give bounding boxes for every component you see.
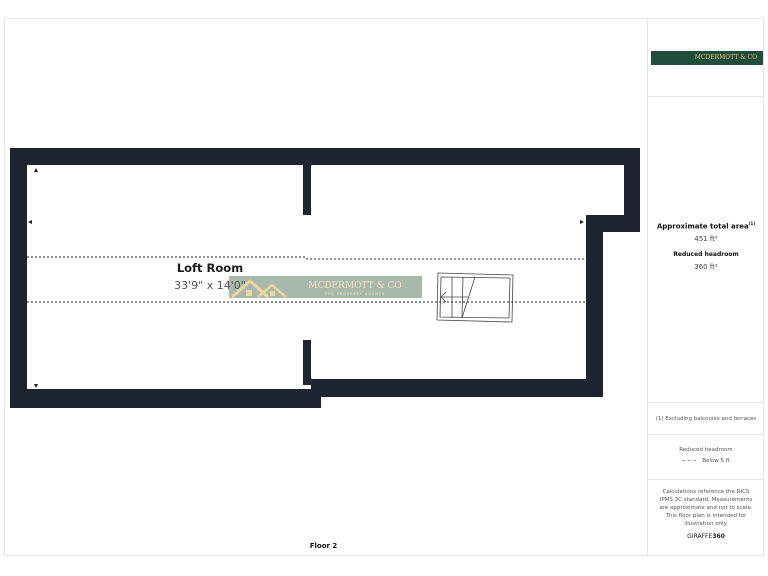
- watermark-logo: MCDERMOTT & CO THE PROPERTY AGENTS: [229, 276, 422, 299]
- page-frame: [4, 18, 764, 556]
- area-value: 451 ft²: [694, 235, 718, 244]
- logo-text: MCDERMOTT & CO: [694, 54, 757, 61]
- giraffe360-brand: GIRAFFE360: [687, 533, 725, 540]
- legend-title: Reduced headroom: [679, 447, 733, 453]
- agency-logo: MCDERMOTT & CO: [651, 51, 763, 65]
- area-title: Approximate total area(1): [656, 221, 756, 231]
- svg-text:MCDERMOTT & CO: MCDERMOTT & CO: [308, 281, 401, 291]
- floor-plan: MCDERMOTT & CO THE PROPERTY AGENTS Loft …: [10, 148, 640, 408]
- svg-text:THE PROPERTY AGENTS: THE PROPERTY AGENTS: [324, 292, 386, 296]
- dimension-markers: [28, 168, 584, 388]
- reduced-headroom-value: 360 ft²: [694, 263, 718, 272]
- room-name: Loft Room: [177, 261, 243, 275]
- staircase-icon: [436, 272, 514, 323]
- footnote: (1) Excluding balconies and terraces: [648, 403, 764, 435]
- legend-item: Below 5 ft: [648, 457, 764, 465]
- room-dimensions: 33'9" x 14'0": [174, 279, 246, 292]
- logo-section: MCDERMOTT & CO: [648, 18, 764, 97]
- dashed-line-icon: [682, 460, 697, 461]
- legend-section: Reduced headroom Below 5 ft: [648, 435, 764, 480]
- partition-wall-lower: [303, 340, 311, 385]
- disclaimer: Calculations reference the RICS IPMS 3C …: [659, 489, 753, 527]
- floor-label: Floor 2: [309, 542, 338, 550]
- partition-wall-upper: [303, 165, 311, 215]
- info-sidebar: MCDERMOTT & CO Approximate total area(1)…: [647, 18, 764, 556]
- area-section: Approximate total area(1) 451 ft² Reduce…: [648, 97, 764, 403]
- reduced-headroom-line-upper: [27, 256, 586, 260]
- walls: [10, 148, 640, 408]
- disclaimer-section: Calculations reference the RICS IPMS 3C …: [648, 480, 764, 556]
- reduced-headroom-title: Reduced headroom: [673, 251, 739, 259]
